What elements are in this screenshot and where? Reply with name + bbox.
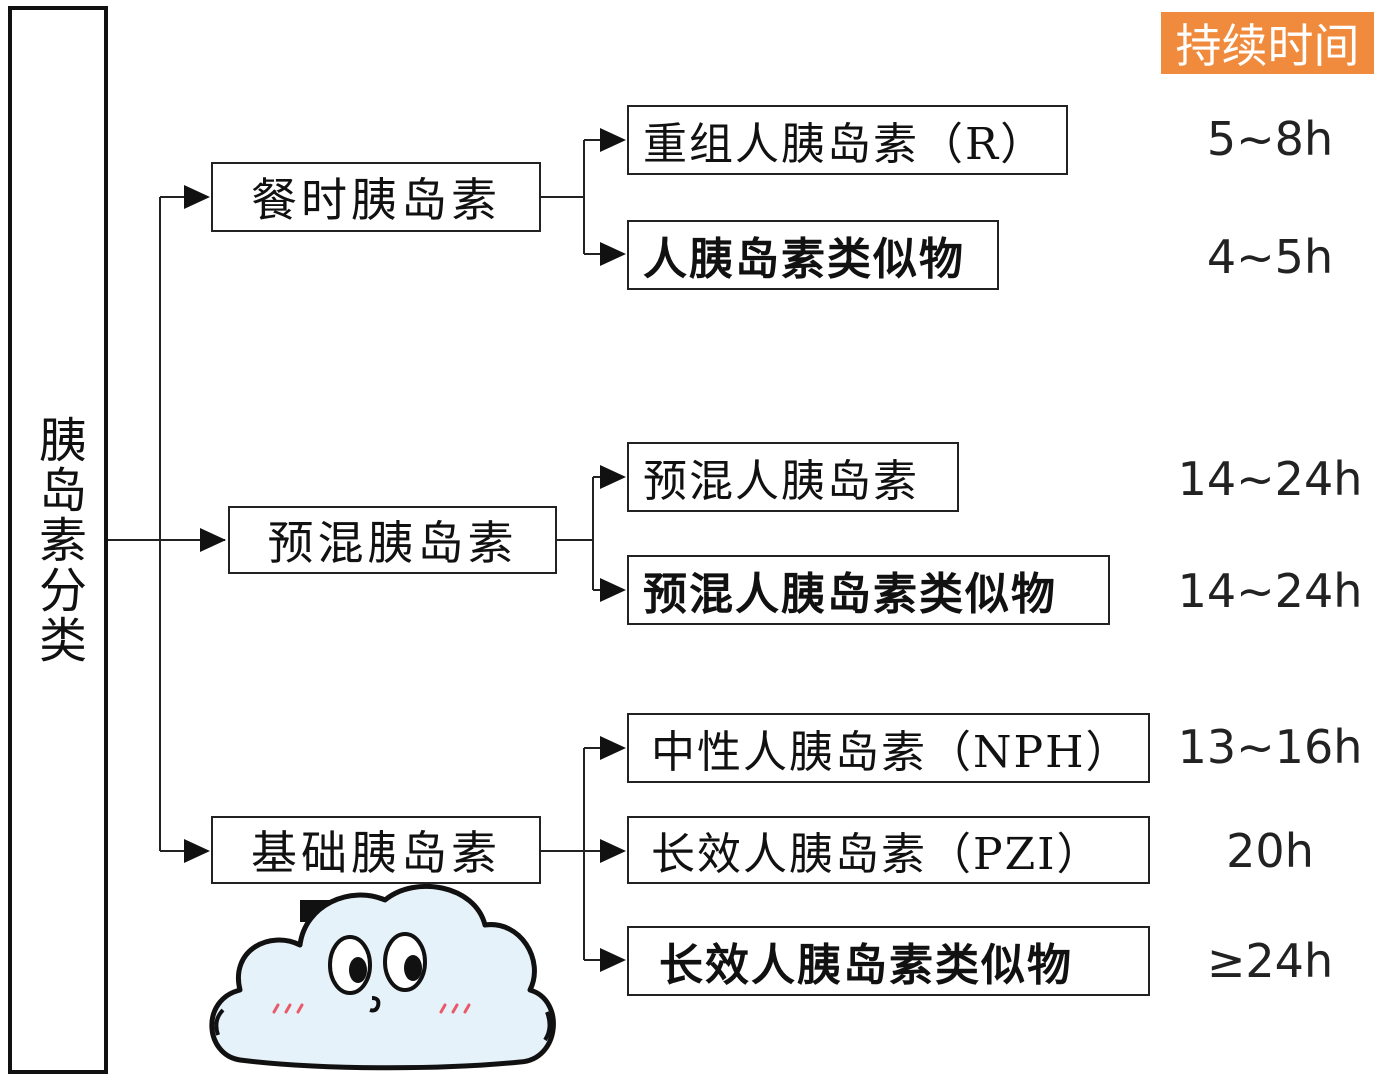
duration-nph: 13~16h [1177,720,1363,774]
duration-header: 持续时间 [1161,12,1374,74]
duration-long-analog: ≥24h [1206,934,1334,988]
duration-premixed-analog: 14~24h [1177,564,1363,618]
root-label: 胰岛素分类 [30,415,86,665]
duration-premixed: 14~24h [1177,452,1363,506]
item-long-acting-insulin-analog: 长效人胰岛素类似物 [627,926,1150,996]
cloud-mascot-icon [209,883,556,1071]
duration-pzi: 20h [1226,824,1314,878]
duration-analog: 4~5h [1206,230,1334,284]
category-premixed-insulin: 预混胰岛素 [228,506,557,574]
category-basal-insulin: 基础胰岛素 [211,816,541,884]
item-nph-insulin: 中性人胰岛素（NPH） [627,713,1150,783]
item-pzi-insulin: 长效人胰岛素（PZI） [627,816,1150,884]
item-human-insulin-analog: 人胰岛素类似物 [627,220,999,290]
item-premixed-human-insulin: 预混人胰岛素 [627,442,959,512]
duration-r: 5~8h [1206,112,1334,166]
item-recombinant-human-insulin-r: 重组人胰岛素（R） [627,105,1068,175]
root-category-box: 胰岛素分类 [8,6,108,1074]
item-premixed-human-insulin-analog: 预混人胰岛素类似物 [627,555,1110,625]
category-mealtime-insulin: 餐时胰岛素 [211,162,541,232]
